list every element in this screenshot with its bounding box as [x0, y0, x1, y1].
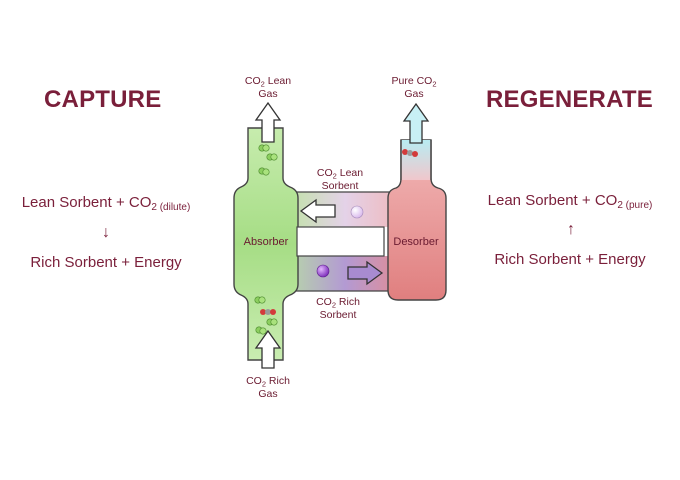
- pure-gas-label-line1: Pure CO2: [391, 75, 436, 89]
- pure-co2-molecules: [402, 149, 418, 157]
- lean-sorbent-label-line1: CO2 Lean: [317, 167, 363, 181]
- absorber-label: Absorber: [244, 236, 289, 248]
- capture-line1-subscript: 2 (dilute): [151, 202, 191, 213]
- desorber-top-outline: [400, 140, 432, 180]
- rich-gas-label-line2: Gas: [258, 388, 277, 400]
- regenerate-line1-text: Lean Sorbent + CO: [487, 192, 618, 209]
- lean-sorbent-particle: [350, 205, 364, 219]
- capture-equation-line1: Lean Sorbent + CO2 (dilute): [6, 194, 206, 213]
- regenerate-heading: REGENERATE: [486, 86, 653, 113]
- regenerate-up-arrow: ↑: [567, 221, 575, 238]
- desorber-top-section: [401, 140, 431, 180]
- capture-heading: CAPTURE: [44, 86, 162, 113]
- regenerate-equation-line2: Rich Sorbent + Energy: [494, 251, 646, 268]
- lean-gas-out-arrow: [254, 101, 282, 143]
- rich-gas-label-line1: CO2 Rich: [246, 375, 290, 389]
- capture-down-arrow: ↓: [102, 224, 110, 241]
- pure-gas-label-line2: Gas: [404, 88, 423, 100]
- absorber-vessel: [233, 127, 299, 361]
- desorber-label: Desorber: [393, 236, 439, 248]
- lean-gas-label-line1: CO2 Lean: [245, 75, 291, 89]
- rich-sorbent-label-line2: Sorbent: [320, 309, 357, 321]
- rich-sorbent-channel: [285, 256, 405, 291]
- rich-sorbent-particle: [316, 264, 330, 278]
- lean-gas-label-line2: Gas: [258, 88, 277, 100]
- rich-gas-in-arrow: [254, 329, 282, 369]
- regenerate-equation-line1: Lean Sorbent + CO2 (pure): [470, 192, 670, 211]
- rich-gas-molecules: [254, 296, 278, 335]
- separator-block: [296, 226, 385, 257]
- regenerate-line1-subscript: 2 (pure): [617, 200, 653, 211]
- pure-gas-out-arrow: [402, 102, 430, 144]
- lean-gas-molecules: [258, 144, 278, 176]
- lean-sorbent-label-line2: Sorbent: [322, 180, 359, 192]
- rich-sorbent-flow-arrow: [347, 260, 384, 286]
- capture-equation-line2: Rich Sorbent + Energy: [30, 254, 182, 271]
- channel-outline: [285, 191, 405, 292]
- rich-sorbent-label-line1: CO2 Rich: [316, 296, 360, 310]
- lean-sorbent-flow-arrow: [299, 198, 336, 224]
- capture-line1-text: Lean Sorbent + CO: [21, 194, 152, 211]
